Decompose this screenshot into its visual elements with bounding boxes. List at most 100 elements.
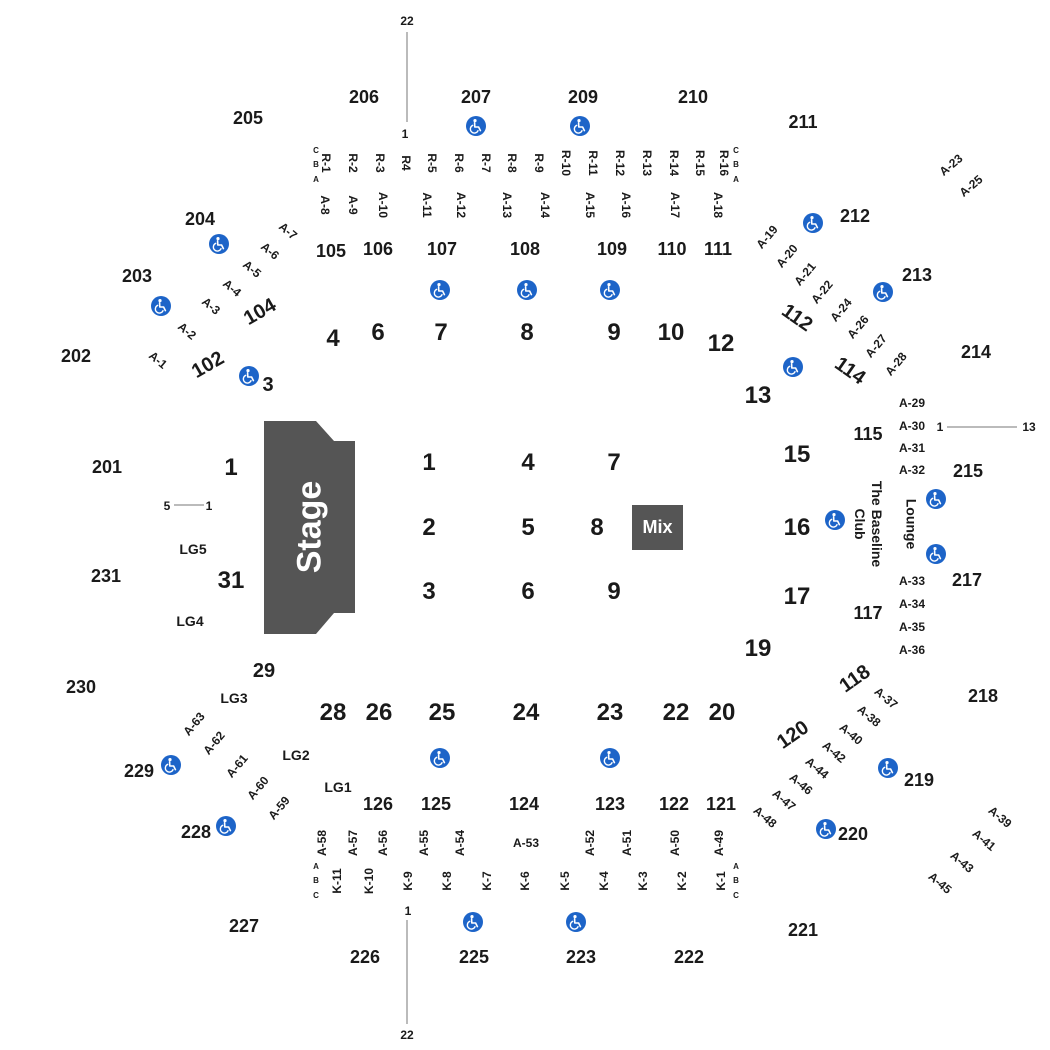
section-31-left[interactable]: 31 — [217, 567, 245, 594]
section-15-ring[interactable]: 15 — [783, 441, 811, 468]
section-20-ring[interactable]: 20 — [708, 699, 736, 726]
section-107[interactable]: 107 — [426, 239, 458, 259]
floor-section-3[interactable]: 3 — [422, 578, 436, 605]
section-4-ring[interactable]: 4 — [326, 325, 340, 352]
section-8-ring[interactable]: 8 — [520, 319, 534, 346]
section-111[interactable]: 111 — [703, 239, 733, 259]
aisle-label: A-53 — [512, 836, 540, 850]
section-222[interactable]: 222 — [673, 947, 705, 967]
section-204[interactable]: 204 — [184, 209, 216, 229]
section-26-ring[interactable]: 26 — [365, 699, 393, 726]
floor-section-1[interactable]: 1 — [422, 449, 436, 476]
lodge-lg2[interactable]: LG2 — [282, 747, 310, 763]
section-227[interactable]: 227 — [228, 916, 260, 936]
section-12-ring[interactable]: 12 — [707, 330, 735, 357]
row-label: R-5 — [425, 153, 439, 173]
section-214[interactable]: 214 — [960, 342, 992, 362]
section-13-ring[interactable]: 13 — [744, 382, 772, 409]
section-25-ring[interactable]: 25 — [428, 699, 456, 726]
section-226[interactable]: 226 — [349, 947, 381, 967]
section-203[interactable]: 203 — [121, 266, 153, 286]
section-218[interactable]: 218 — [967, 686, 999, 706]
section-115[interactable]: 115 — [853, 424, 883, 444]
section-213[interactable]: 213 — [901, 265, 933, 285]
section-205[interactable]: 205 — [232, 108, 264, 128]
section-229[interactable]: 229 — [123, 761, 155, 781]
floor-section-9[interactable]: 9 — [607, 578, 621, 605]
section-1-left[interactable]: 1 — [224, 454, 238, 481]
section-16-ring[interactable]: 16 — [783, 514, 811, 541]
lodge-lg4[interactable]: LG4 — [176, 613, 204, 629]
wheelchair-icon — [600, 280, 620, 300]
section-215[interactable]: 215 — [952, 461, 984, 481]
row-label: R-12 — [613, 149, 627, 177]
section-202[interactable]: 202 — [60, 346, 92, 366]
row-label: R-8 — [505, 153, 519, 173]
section-17-ring[interactable]: 17 — [783, 583, 811, 610]
section-117[interactable]: 117 — [853, 603, 883, 623]
lodge-lg1[interactable]: LG1 — [324, 779, 352, 795]
section-10-ring[interactable]: 10 — [657, 319, 685, 346]
section-124[interactable]: 124 — [508, 794, 540, 814]
section-121[interactable]: 121 — [705, 794, 737, 814]
section-206[interactable]: 206 — [348, 87, 380, 107]
section-207[interactable]: 207 — [460, 87, 492, 107]
floor-section-8[interactable]: 8 — [590, 514, 604, 541]
section-3-left[interactable]: 3 — [262, 374, 274, 396]
section-221[interactable]: 221 — [787, 920, 819, 940]
mix-position[interactable]: Mix — [632, 505, 683, 550]
section-217[interactable]: 217 — [951, 570, 983, 590]
section-123[interactable]: 123 — [594, 794, 626, 814]
section-122[interactable]: 122 — [658, 794, 690, 814]
floor-section-6[interactable]: 6 — [521, 578, 535, 605]
section-109[interactable]: 109 — [596, 239, 628, 259]
floor-section-4[interactable]: 4 — [521, 449, 535, 476]
wheelchair-icon — [873, 282, 893, 302]
section-126[interactable]: 126 — [362, 794, 394, 814]
section-28-ring[interactable]: 28 — [319, 699, 347, 726]
section-220[interactable]: 220 — [837, 824, 869, 844]
section-7-ring[interactable]: 7 — [434, 319, 448, 346]
lodge-lg3[interactable]: LG3 — [220, 690, 248, 706]
section-209[interactable]: 209 — [567, 87, 599, 107]
section-22-ring[interactable]: 22 — [662, 699, 690, 726]
floor-section-2[interactable]: 2 — [422, 514, 436, 541]
section-223[interactable]: 223 — [565, 947, 597, 967]
section-125[interactable]: 125 — [420, 794, 452, 814]
aisle-label: A-32 — [898, 463, 926, 477]
lodge-lg5[interactable]: LG5 — [179, 541, 207, 557]
section-110[interactable]: 110 — [657, 239, 687, 259]
section-212[interactable]: 212 — [839, 206, 871, 226]
wheelchair-icon — [803, 213, 823, 233]
section-9-ring[interactable]: 9 — [607, 319, 621, 346]
aisle-label: A-54 — [453, 829, 467, 857]
section-105[interactable]: 105 — [315, 241, 347, 261]
section-23-ring[interactable]: 23 — [596, 699, 624, 726]
section-29-ring[interactable]: 29 — [252, 660, 276, 682]
section-231[interactable]: 231 — [90, 566, 122, 586]
section-24-ring[interactable]: 24 — [512, 699, 540, 726]
section-230[interactable]: 230 — [65, 677, 97, 697]
aisle-label: A-10 — [376, 191, 390, 219]
section-228[interactable]: 228 — [180, 822, 212, 842]
section-108[interactable]: 108 — [509, 239, 541, 259]
section-225[interactable]: 225 — [458, 947, 490, 967]
section-19-ring[interactable]: 19 — [744, 635, 772, 662]
row-label: K-9 — [401, 871, 415, 891]
section-201[interactable]: 201 — [91, 457, 123, 477]
section-219[interactable]: 219 — [903, 770, 935, 790]
row-letter: C — [733, 146, 739, 155]
lounge-label: Lounge — [903, 498, 920, 550]
section-6-ring[interactable]: 6 — [371, 319, 385, 346]
section-106[interactable]: 106 — [362, 239, 394, 259]
aisle-label: A-52 — [583, 829, 597, 857]
section-211[interactable]: 211 — [788, 112, 818, 132]
row-label: R-3 — [373, 153, 387, 173]
wheelchair-icon — [161, 755, 181, 775]
guide-label: 1 — [936, 420, 944, 434]
floor-section-7[interactable]: 7 — [607, 449, 621, 476]
aisle-label: A-11 — [420, 192, 434, 218]
floor-section-5[interactable]: 5 — [521, 514, 535, 541]
section-210[interactable]: 210 — [677, 87, 709, 107]
baseline-club-label: The Baseline Club — [851, 481, 885, 567]
